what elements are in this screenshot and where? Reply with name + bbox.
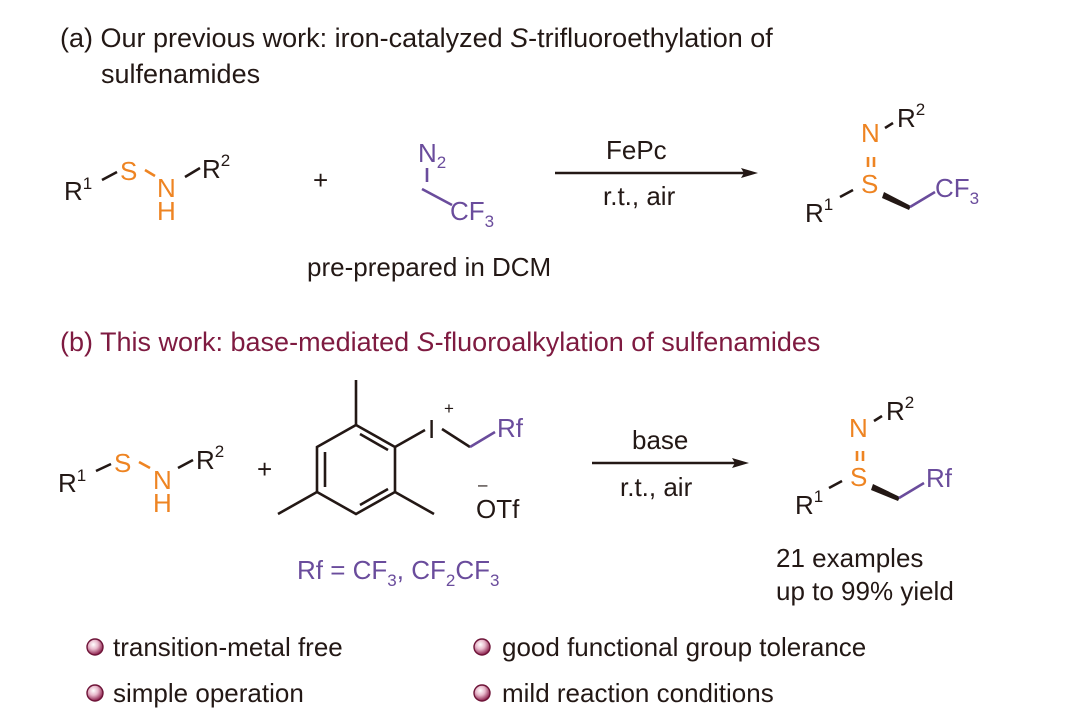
feature-label: simple operation [113, 678, 304, 708]
conditions-label: r.t., air [603, 181, 676, 211]
product-r2: R2 [886, 393, 914, 426]
feature-label: transition-metal free [113, 632, 343, 662]
product-nitrogen: N [861, 118, 880, 148]
n2-label: N2 [418, 138, 446, 172]
sulfenamide-reactant-b: R1 S N H R2 [58, 442, 224, 518]
feature-item: transition-metal free [86, 632, 343, 662]
product-b: N R2 S R1 Rf [795, 393, 953, 520]
catalyst-label: FePc [606, 135, 667, 165]
product-rf: Rf [926, 463, 953, 493]
r1-label: R1 [64, 174, 92, 206]
diazo-note: pre-prepared in DCM [307, 252, 551, 282]
sulfur-atom: S [114, 448, 131, 478]
product-r2: R2 [897, 100, 925, 133]
reaction-arrow-a: FePc r.t., air [555, 135, 758, 211]
iodine-atom: I [428, 414, 435, 444]
product-sulfur: S [850, 462, 867, 492]
product-a: N R2 S R1 CF3 [805, 100, 979, 228]
product-cf3: CF3 [935, 173, 979, 208]
yield-summary: up to 99% yield [776, 576, 954, 606]
base-label: base [632, 425, 688, 455]
nitrogen-atom: N [157, 173, 176, 203]
reaction-arrow-b: base r.t., air [592, 425, 749, 502]
plus-sign-b: + [257, 454, 272, 484]
arrow-head-icon [732, 458, 749, 468]
nitrogen-atom: N [153, 465, 172, 495]
product-nitrogen: N [849, 413, 868, 443]
bullet-circle-icon [473, 684, 491, 702]
rf-label: Rf [497, 413, 524, 443]
mesityl-ring [277, 380, 435, 516]
product-r1: R1 [805, 195, 833, 228]
cf3-label: CF3 [450, 196, 494, 231]
wedge-bond [871, 484, 900, 501]
conditions-label: r.t., air [620, 472, 693, 502]
bullet-circle-icon [86, 638, 104, 656]
r1-label: R1 [58, 466, 86, 498]
r2-label: R2 [202, 151, 230, 184]
hydrogen-atom: H [157, 196, 176, 226]
positive-charge: + [444, 399, 454, 418]
plus-sign-a: + [313, 165, 328, 195]
examples-count: 21 examples [776, 543, 923, 573]
bullet-circle-icon [473, 638, 491, 656]
wedge-bond [882, 192, 911, 210]
feature-item: mild reaction conditions [473, 678, 774, 708]
features-list: transition-metal free good functional gr… [86, 632, 866, 708]
feature-item: good functional group tolerance [473, 632, 866, 662]
triflate-counterion: OTf [476, 494, 520, 524]
section-a-heading-line2: sulfenamides [101, 59, 260, 89]
diazo-reagent: N2 CF3 [418, 138, 494, 231]
sulfenamide-reactant-a: R1 S N H R2 [64, 151, 230, 226]
feature-item: simple operation [86, 678, 304, 708]
sulfur-atom: S [120, 156, 137, 186]
section-a-heading: (a) Our previous work: iron-catalyzed S-… [60, 23, 773, 53]
negative-charge: – [478, 475, 488, 494]
feature-label: good functional group tolerance [502, 632, 866, 662]
rf-definition: Rf = CF3, CF2CF3 [297, 555, 499, 590]
product-sulfur: S [861, 169, 878, 199]
bullet-circle-icon [86, 684, 104, 702]
iodonium-reagent: I + Rf – OTf [277, 380, 524, 524]
hydrogen-atom: H [153, 488, 172, 518]
r2-label: R2 [196, 442, 224, 475]
section-b-heading: (b) This work: base-mediated S-fluoroalk… [60, 327, 820, 357]
feature-label: mild reaction conditions [502, 678, 774, 708]
product-r1: R1 [795, 487, 823, 520]
arrow-head-icon [741, 168, 758, 178]
